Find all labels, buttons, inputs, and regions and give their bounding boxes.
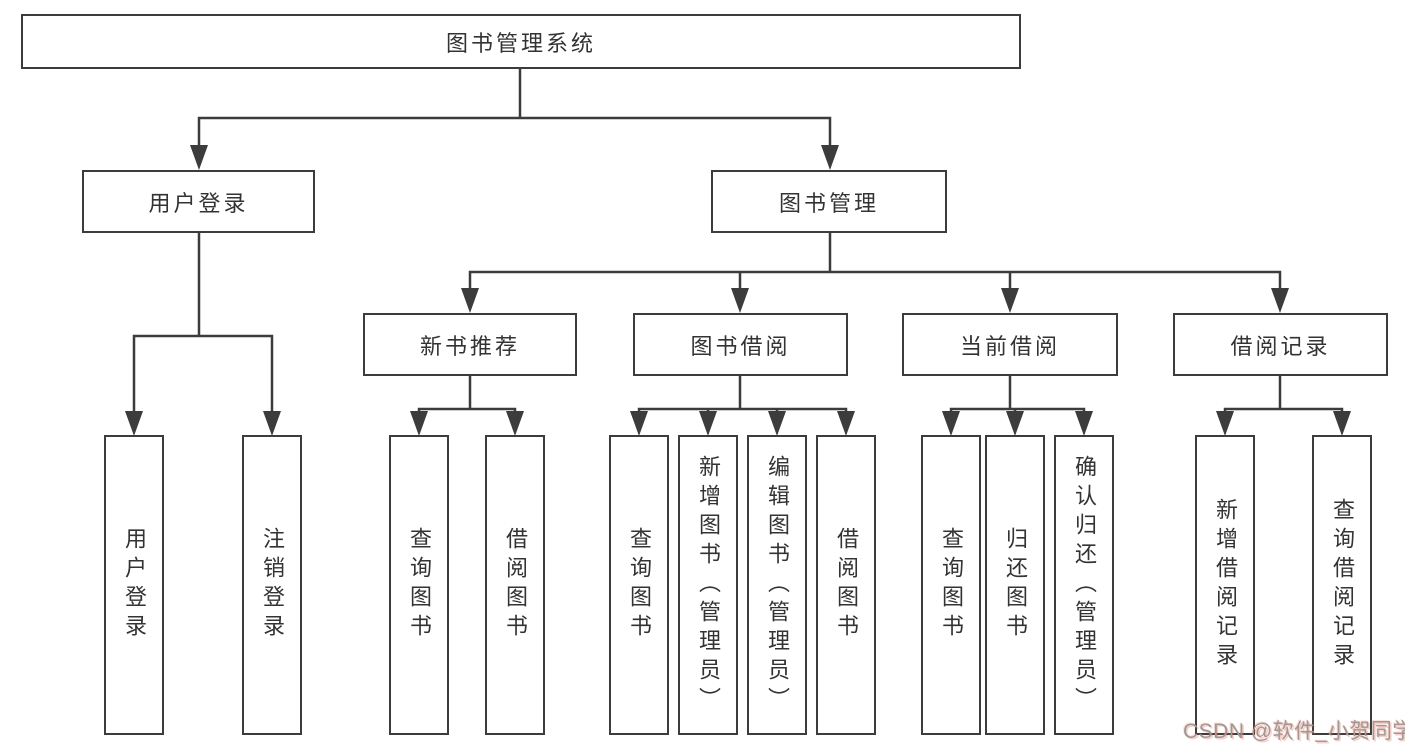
- watermark: CSDN @软件_小贺同学: [1183, 720, 1405, 743]
- node-query-books-borrowing: 查询图书: [609, 435, 669, 735]
- node-current-borrowing: 当前借阅: [902, 313, 1118, 376]
- node-new-book-recommend: 新书推荐: [363, 313, 577, 376]
- node-borrow-books-recommend: 借阅图书: [485, 435, 545, 735]
- node-add-borrow-record: 新增借阅记录: [1195, 435, 1255, 735]
- node-root-system: 图书管理系统: [21, 14, 1021, 69]
- node-user-login: 用户登录: [82, 170, 315, 233]
- node-confirm-return-admin: 确认归还（管理员）: [1054, 435, 1114, 735]
- node-book-borrowing: 图书借阅: [633, 313, 848, 376]
- node-borrow-books-borrowing: 借阅图书: [816, 435, 876, 735]
- node-add-books-admin: 新增图书（管理员）: [678, 435, 738, 735]
- node-query-books-current: 查询图书: [921, 435, 981, 735]
- arrowhead-icons: [125, 145, 1351, 436]
- node-edit-books-admin: 编辑图书（管理员）: [747, 435, 807, 735]
- node-logout-leaf: 注销登录: [242, 435, 302, 735]
- node-book-management: 图书管理: [711, 170, 947, 233]
- node-user-login-leaf: 用户登录: [104, 435, 164, 735]
- node-borrowing-records: 借阅记录: [1173, 313, 1388, 376]
- node-query-borrow-record: 查询借阅记录: [1312, 435, 1372, 735]
- node-query-books-recommend: 查询图书: [389, 435, 449, 735]
- node-return-books: 归还图书: [985, 435, 1045, 735]
